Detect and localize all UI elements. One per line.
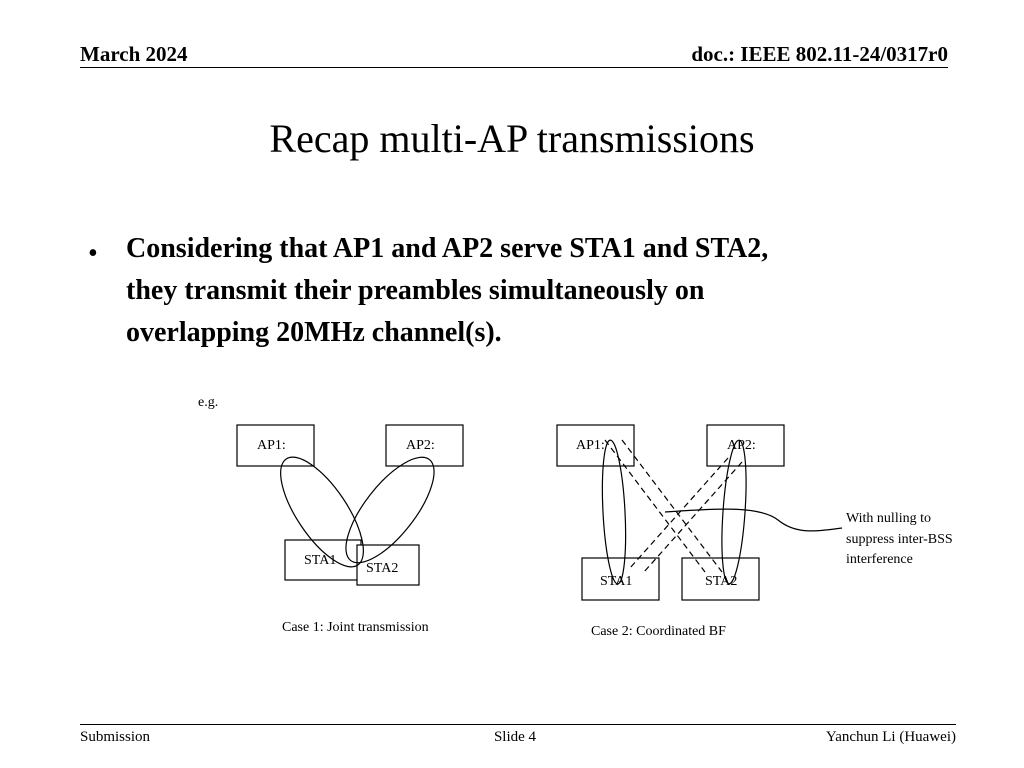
- case1-sta1-box: [284, 539, 362, 581]
- bullet-icon: •: [88, 238, 98, 269]
- annotation-line-1: With nulling to: [846, 511, 931, 526]
- footer-slide-number: Slide 4: [493, 729, 537, 745]
- case2-sta1-label: STA1: [600, 574, 632, 589]
- header-date: March 2024: [80, 42, 188, 66]
- case1-ap1-label: AP1:: [257, 438, 286, 453]
- case2-null-line-1: [604, 439, 706, 573]
- case1-ap1-beam: [280, 456, 364, 568]
- case2-ap1-label: AP1:: [576, 438, 605, 453]
- bullet-text: Considering that AP1 and AP2 serve STA1 …: [126, 228, 946, 354]
- footer-submission: Submission: [80, 729, 151, 745]
- case2-null-line-2: [621, 439, 723, 573]
- bullet-line-2: they transmit their preambles simultaneo…: [126, 275, 705, 306]
- case2-sta2-label: STA2: [705, 574, 737, 589]
- footer-author: Yanchun Li (Huawei): [825, 729, 956, 745]
- case2-ap2-beam: [721, 439, 747, 585]
- slide-title: Recap multi-AP transmissions: [269, 116, 755, 161]
- case1-caption: Case 1: Joint transmission: [282, 620, 429, 635]
- case2-sta1-box: [581, 557, 660, 601]
- bullet-line-1: Considering that AP1 and AP2 serve STA1 …: [126, 233, 769, 264]
- case1-ap2-label: AP2:: [406, 438, 435, 453]
- case1-diagram: AP1: AP2: STA1 STA2 Case 1: Joint transm…: [236, 424, 464, 635]
- annotation-connector: [664, 508, 843, 532]
- case2-diagram: AP1: AP2: STA1 STA2 Case 2: Coordinated …: [556, 424, 843, 639]
- case1-sta1-label: STA1: [304, 553, 336, 568]
- annotation-line-2: suppress inter-BSS: [846, 532, 953, 547]
- case2-null-line-4: [643, 461, 743, 573]
- eg-label: e.g.: [198, 395, 218, 410]
- case1-sta2-label: STA2: [366, 561, 398, 576]
- case2-caption: Case 2: Coordinated BF: [591, 624, 726, 639]
- bullet-line-3: overlapping 20MHz channel(s).: [126, 317, 502, 348]
- header-divider: [80, 67, 948, 68]
- header-doc-id: doc.: IEEE 802.11-24/0317r0: [691, 42, 948, 66]
- annotation-line-3: interference: [846, 552, 913, 567]
- footer-divider: [80, 724, 956, 725]
- case2-null-line-3: [629, 457, 729, 569]
- case1-ap2-box: [385, 424, 464, 467]
- case2-ap1-beam: [601, 439, 627, 585]
- case1-ap2-beam: [345, 456, 435, 564]
- case2-ap2-label: AP2:: [727, 438, 756, 453]
- case2-ap1-box: [556, 424, 635, 467]
- case2-sta2-box: [681, 557, 760, 601]
